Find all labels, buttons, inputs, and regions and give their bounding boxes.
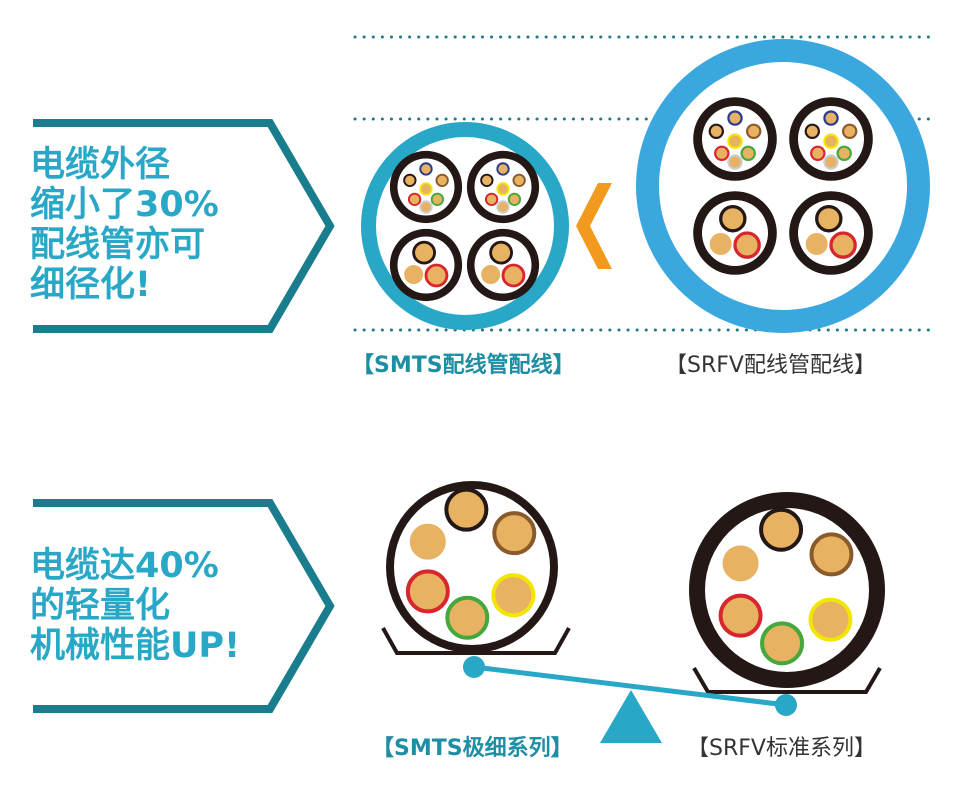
chevron-left-icon xyxy=(576,183,612,269)
core-small xyxy=(419,162,433,176)
core-small xyxy=(727,154,743,170)
srfv-cable-large xyxy=(689,492,885,688)
core-black xyxy=(815,204,843,233)
core-small xyxy=(823,110,839,126)
core-small xyxy=(403,173,417,188)
core-small xyxy=(496,200,510,214)
core-small xyxy=(484,192,499,207)
core-white xyxy=(803,230,830,258)
core-small xyxy=(419,182,433,196)
core-red xyxy=(733,231,761,259)
arrow-banner-1 xyxy=(33,119,335,333)
headline-1-line: 缩小了30% xyxy=(30,185,219,225)
core-white xyxy=(402,263,426,286)
core-small xyxy=(496,162,510,176)
beam-end-left xyxy=(463,656,485,678)
core-small xyxy=(740,145,756,161)
smts-cable-large xyxy=(386,481,558,653)
core-f2e500 xyxy=(808,597,853,642)
core-small xyxy=(512,173,526,188)
core-red xyxy=(501,263,526,288)
core-small xyxy=(810,145,826,161)
core-44a83a xyxy=(445,595,490,640)
headline-1-line: 细径化! xyxy=(30,265,151,305)
cradle-left xyxy=(381,627,571,655)
core-small xyxy=(746,123,762,140)
core-small xyxy=(507,192,522,207)
core-red xyxy=(829,231,857,259)
headline-1: 电缆外径 缩小了30% 配线管亦可 细径化! xyxy=(30,145,219,305)
core-small xyxy=(407,192,422,207)
core-black xyxy=(489,240,513,265)
core-small xyxy=(836,145,852,161)
core-black xyxy=(719,204,747,233)
core-small xyxy=(496,182,510,196)
srfv-conduit-label: 【SRFV配线管配线】 xyxy=(665,353,876,378)
balance-beam xyxy=(473,664,787,708)
srfv-conduit-cross-section xyxy=(636,39,930,333)
core-white xyxy=(707,230,734,258)
beam-end-right xyxy=(775,694,797,716)
core-44a83a xyxy=(760,621,805,666)
core-small xyxy=(435,173,449,188)
core-8a5a2b xyxy=(809,532,854,577)
core-small xyxy=(804,123,821,140)
smts-series-label: 【SMTS极细系列】 xyxy=(372,736,573,761)
core-d8262e xyxy=(405,569,450,614)
headline-1-line: 电缆外径 xyxy=(30,145,171,185)
core-f2e500 xyxy=(491,573,536,618)
headline-2-line: 的轻量化 xyxy=(30,586,171,626)
core-231815 xyxy=(759,507,804,552)
core-small xyxy=(714,145,730,161)
core-ffffff xyxy=(405,519,450,564)
core-small xyxy=(727,133,743,149)
smts-conduit-cross-section xyxy=(361,122,569,330)
core-small xyxy=(430,192,445,207)
core-small xyxy=(823,133,839,149)
smts-conduit-label: 【SMTS配线管配线】 xyxy=(352,353,575,378)
core-ffffff xyxy=(718,541,763,586)
core-d8262e xyxy=(718,593,763,638)
core-small xyxy=(727,110,743,126)
cradle-right xyxy=(692,666,882,694)
headline-2-line: 机械性能UP! xyxy=(30,626,241,666)
core-8a5a2b xyxy=(492,511,537,556)
core-small xyxy=(708,123,725,140)
core-231815 xyxy=(444,487,489,532)
srfv-series-label: 【SRFV标准系列】 xyxy=(687,736,876,761)
core-black xyxy=(412,240,436,265)
core-small xyxy=(842,123,858,140)
headline-2: 电缆达40% 的轻量化 机械性能UP! xyxy=(30,546,240,666)
core-small xyxy=(823,154,839,170)
fulcrum-triangle xyxy=(600,690,662,743)
core-red xyxy=(424,263,449,288)
core-small xyxy=(480,173,494,188)
headline-1-line: 配线管亦可 xyxy=(30,225,206,265)
core-small xyxy=(419,200,433,214)
core-white xyxy=(479,263,503,286)
headline-2-line: 电缆达40% xyxy=(30,546,219,586)
arrow-banner-2 xyxy=(33,499,335,713)
